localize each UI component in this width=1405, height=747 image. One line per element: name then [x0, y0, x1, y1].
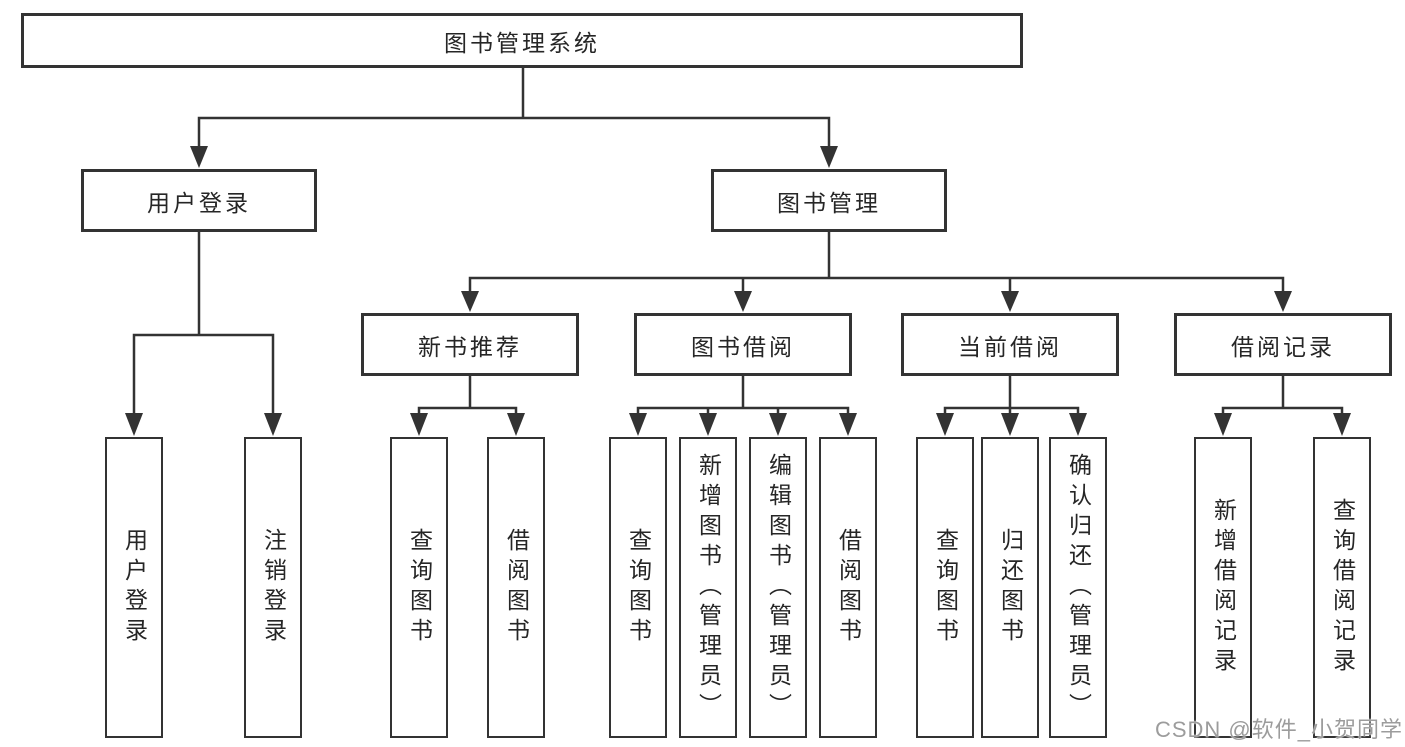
csdn-watermark: CSDN @软件_小贺同学: [1154, 717, 1403, 742]
node-library-management-system: 图书管理系统: [21, 13, 1023, 68]
node-label: 查询图书: [932, 527, 959, 648]
leaf-query-books-recommend: 查询图书: [390, 437, 448, 738]
leaf-borrow-books: 借阅图书: [819, 437, 877, 738]
node-label: 查询图书: [625, 527, 652, 648]
node-label: 借阅记录: [1231, 333, 1335, 360]
leaf-return-books: 归还图书: [981, 437, 1039, 738]
leaf-confirm-return-admin: 确认归还（管理员）: [1049, 437, 1107, 738]
leaf-add-borrow-record: 新增借阅记录: [1194, 437, 1252, 738]
node-book-management: 图书管理: [711, 169, 947, 232]
leaf-query-books-borrow: 查询图书: [609, 437, 667, 738]
leaf-logout: 注销登录: [244, 437, 302, 738]
leaf-query-books-current: 查询图书: [916, 437, 974, 738]
node-borrowing-records: 借阅记录: [1174, 313, 1392, 376]
node-label: 用户登录: [121, 527, 148, 648]
node-book-borrowing: 图书借阅: [634, 313, 852, 376]
node-label: 归还图书: [997, 527, 1024, 648]
node-label: 新增图书（管理员）: [695, 452, 722, 723]
node-label: 查询借阅记录: [1329, 497, 1356, 678]
node-label: 当前借阅: [958, 333, 1062, 360]
leaf-query-borrow-record: 查询借阅记录: [1313, 437, 1371, 738]
node-user-login: 用户登录: [81, 169, 317, 232]
node-label: 图书管理: [777, 189, 881, 216]
node-current-borrowing: 当前借阅: [901, 313, 1119, 376]
node-label: 注销登录: [260, 527, 287, 648]
node-label: 新书推荐: [418, 333, 522, 360]
node-label: 编辑图书（管理员）: [765, 452, 792, 723]
leaf-edit-books-admin: 编辑图书（管理员）: [749, 437, 807, 738]
node-label: 确认归还（管理员）: [1065, 452, 1092, 723]
leaf-user-login: 用户登录: [105, 437, 163, 738]
node-new-book-recommend: 新书推荐: [361, 313, 579, 376]
node-label: 图书管理系统: [444, 29, 600, 56]
node-label: 新增借阅记录: [1210, 497, 1237, 678]
node-label: 借阅图书: [503, 527, 530, 648]
node-label: 用户登录: [147, 189, 251, 216]
node-label: 图书借阅: [691, 333, 795, 360]
node-label: 查询图书: [406, 527, 433, 648]
leaf-add-books-admin: 新增图书（管理员）: [679, 437, 737, 738]
node-label: 借阅图书: [835, 527, 862, 648]
leaf-borrow-books-recommend: 借阅图书: [487, 437, 545, 738]
